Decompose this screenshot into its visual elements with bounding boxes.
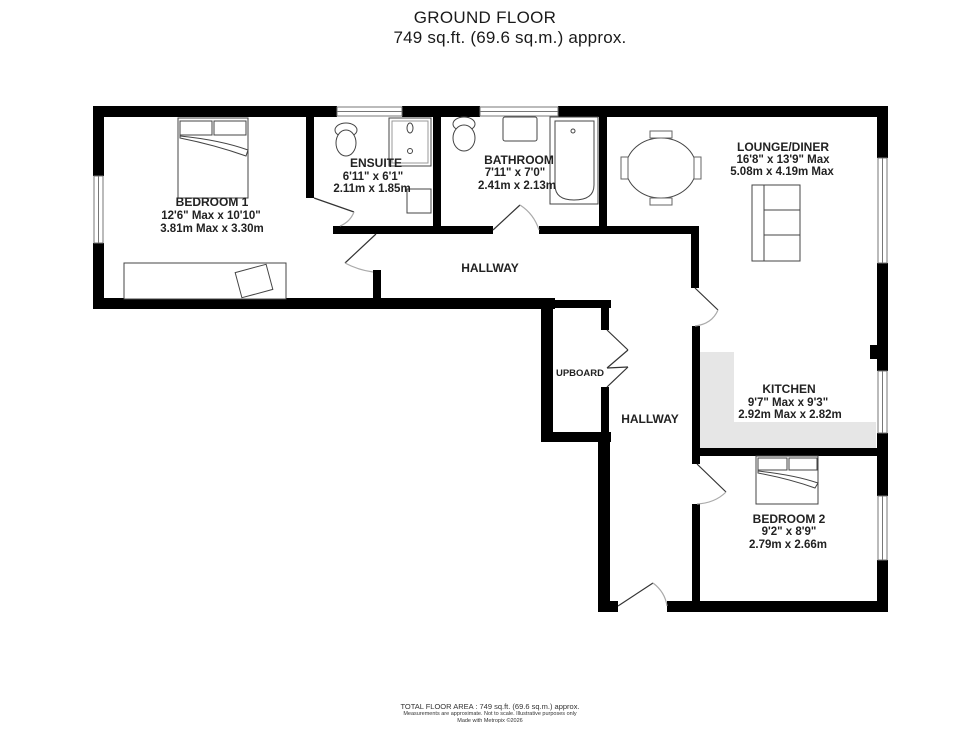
- sink-icon: [406, 188, 432, 214]
- sofa-icon: [751, 184, 801, 262]
- room-dims-metric: 5.08m x 4.19m Max: [730, 166, 834, 178]
- room-name: ENSUITE: [350, 156, 402, 170]
- plan-footer: TOTAL FLOOR AREA : 749 sq.ft. (69.6 sq.m…: [350, 702, 630, 725]
- room-lounge-diner: LOUNGE/DINER 16'8" x 13'9" Max 5.08m x 4…: [730, 140, 834, 178]
- basin-icon: [502, 116, 538, 142]
- room-bathroom: BATHROOM 7'11" x 7'0" 2.41m x 2.13m: [478, 153, 556, 192]
- room-name: BATHROOM: [484, 153, 554, 167]
- room-bedroom1: BEDROOM 1 12'6" Max x 10'10" 3.81m Max x…: [160, 195, 264, 235]
- plan-header: GROUND FLOOR 749 sq.ft. (69.6 sq.m.) app…: [0, 8, 980, 48]
- room-dims-imperial: 12'6" Max x 10'10": [161, 210, 261, 222]
- room-name: BEDROOM 1: [176, 195, 249, 209]
- room-hallway-upper: HALLWAY: [461, 261, 519, 275]
- room-dims-imperial: 9'7" Max x 9'3": [748, 397, 828, 409]
- disclaimer: Measurements are approximate. Not to sca…: [403, 711, 577, 717]
- room-name: BEDROOM 2: [753, 512, 826, 526]
- room-hallway-lower: HALLWAY: [621, 412, 679, 426]
- doors: [313, 197, 727, 607]
- floor-title: GROUND FLOOR: [413, 8, 557, 27]
- credit: Made with Metropix ©2026: [457, 718, 523, 724]
- room-dims-metric: 3.81m Max x 3.30m: [160, 223, 264, 235]
- room-name: LOUNGE/DINER: [737, 140, 829, 154]
- room-dims-imperial: 16'8" x 13'9" Max: [736, 154, 830, 166]
- dining-table-icon: [625, 137, 697, 199]
- fixtures: [123, 116, 819, 505]
- room-name: HALLWAY: [461, 261, 519, 275]
- total-floor-area: TOTAL FLOOR AREA : 749 sq.ft. (69.6 sq.m…: [400, 702, 580, 711]
- room-bedroom2: BEDROOM 2 9'2" x 8'9" 2.79m x 2.66m: [749, 512, 827, 551]
- room-dims-metric: 2.79m x 2.66m: [749, 539, 827, 551]
- room-ensuite: ENSUITE 6'11" x 6'1" 2.11m x 1.85m: [333, 156, 410, 195]
- room-dims-metric: 2.92m Max x 2.82m: [738, 409, 842, 421]
- kitchen-worktop: [700, 352, 876, 448]
- chair-icon: [234, 263, 274, 299]
- windows: [93, 106, 888, 561]
- floor-area: 749 sq.ft. (69.6 sq.m.) approx.: [393, 28, 627, 47]
- walls: [93, 106, 888, 612]
- room-cupboard: UPBOARD: [556, 368, 604, 379]
- room-kitchen: KITCHEN 9'7" Max x 9'3" 2.92m Max x 2.82…: [738, 382, 842, 421]
- room-name: KITCHEN: [762, 382, 815, 396]
- room-dims-metric: 2.41m x 2.13m: [478, 180, 556, 192]
- room-dims-imperial: 9'2" x 8'9": [762, 526, 817, 538]
- room-dims-imperial: 7'11" x 7'0": [485, 167, 546, 179]
- room-name: UPBOARD: [556, 368, 604, 379]
- room-dims-metric: 2.11m x 1.85m: [333, 183, 410, 195]
- room-name: HALLWAY: [621, 412, 679, 426]
- room-dims-imperial: 6'11" x 6'1": [343, 171, 404, 183]
